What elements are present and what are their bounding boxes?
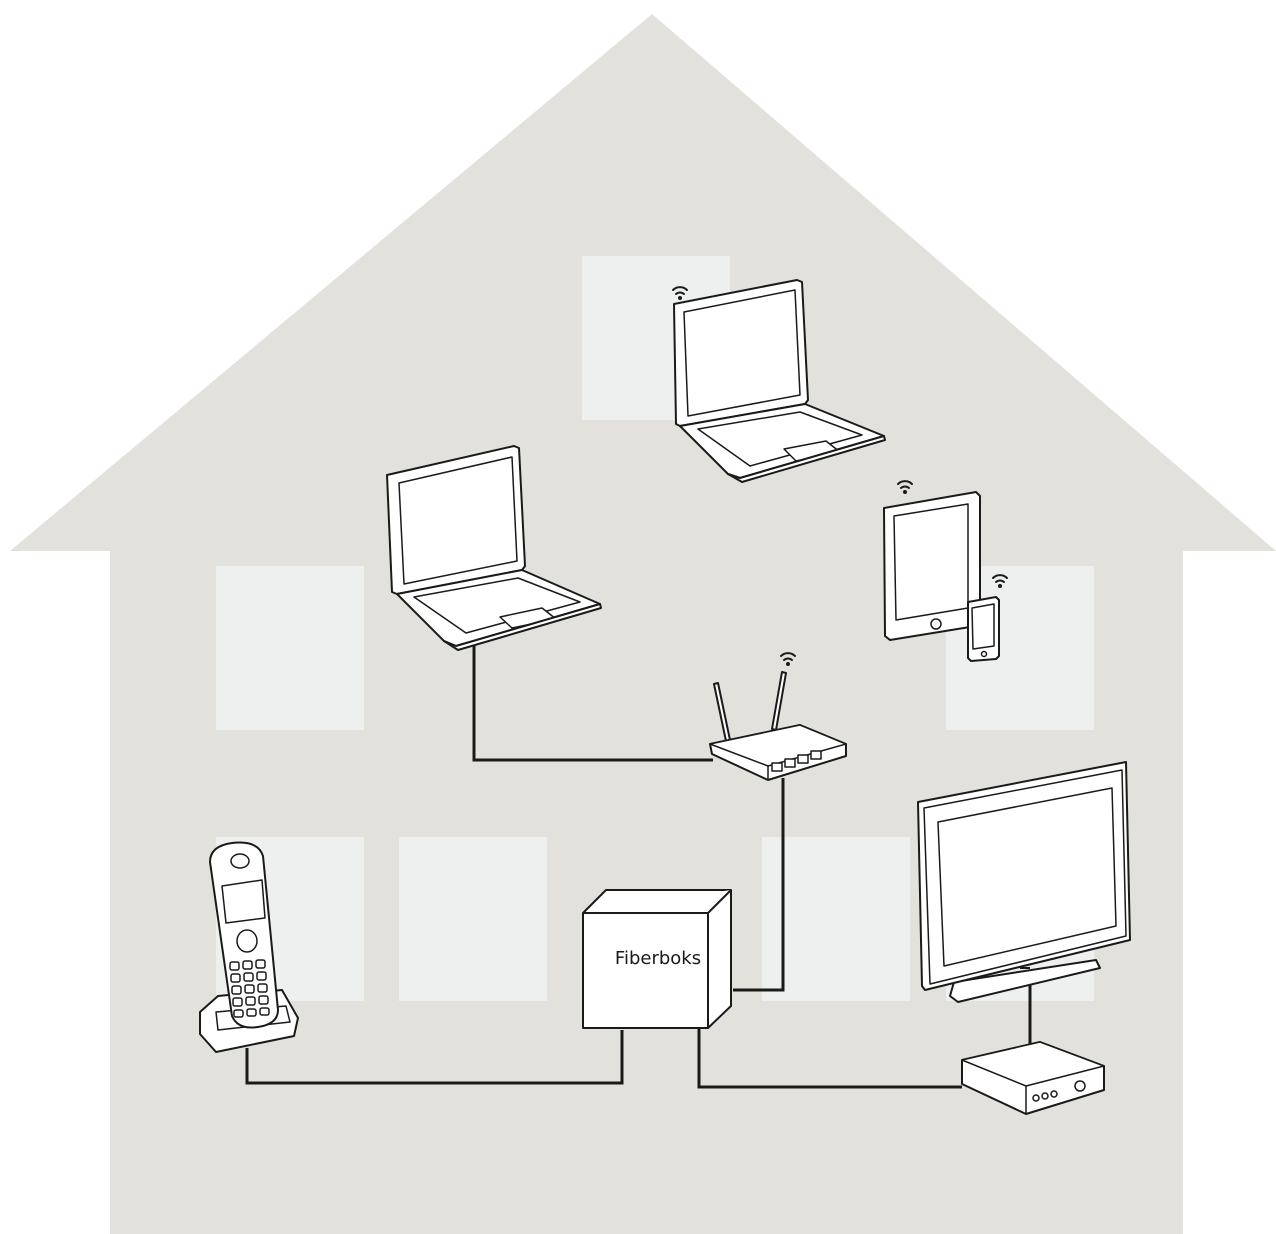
window xyxy=(399,837,547,1001)
tv xyxy=(918,762,1130,1002)
tablet-wifi xyxy=(884,492,980,640)
fiber-box-label: Fiberboks xyxy=(583,948,733,969)
smartphone-wifi xyxy=(968,597,999,661)
window xyxy=(216,566,364,730)
